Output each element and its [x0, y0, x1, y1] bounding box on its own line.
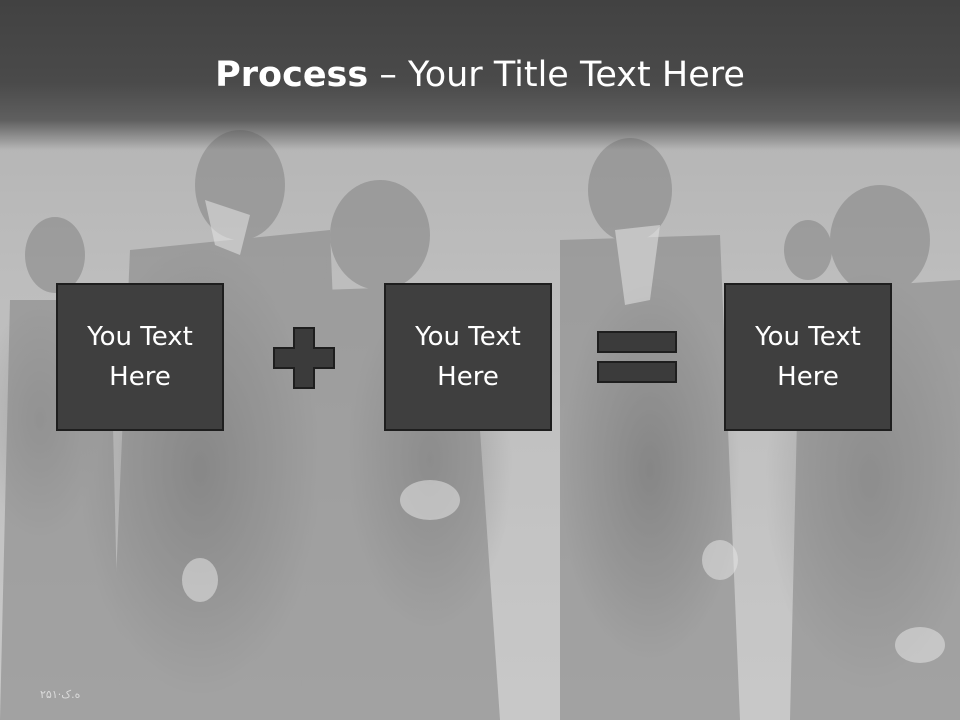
process-box-line1: You Text	[415, 322, 521, 352]
title-bold-part: Process	[215, 55, 369, 95]
slide-title: Process – Your Title Text Here	[0, 52, 960, 98]
process-box-line1: You Text	[87, 322, 193, 352]
process-box-line1: You Text	[755, 322, 861, 352]
title-rest: Your Title Text Here	[407, 55, 745, 95]
process-box-line2: Here	[777, 362, 839, 392]
title-bar	[0, 0, 960, 150]
plus-icon	[272, 326, 336, 390]
process-box-line2: Here	[437, 362, 499, 392]
photo-watermark: ۲۵۱·ه.ک	[40, 688, 81, 701]
equals-icon	[597, 331, 677, 383]
process-box-line2: Here	[109, 362, 171, 392]
title-separator: –	[368, 55, 408, 95]
